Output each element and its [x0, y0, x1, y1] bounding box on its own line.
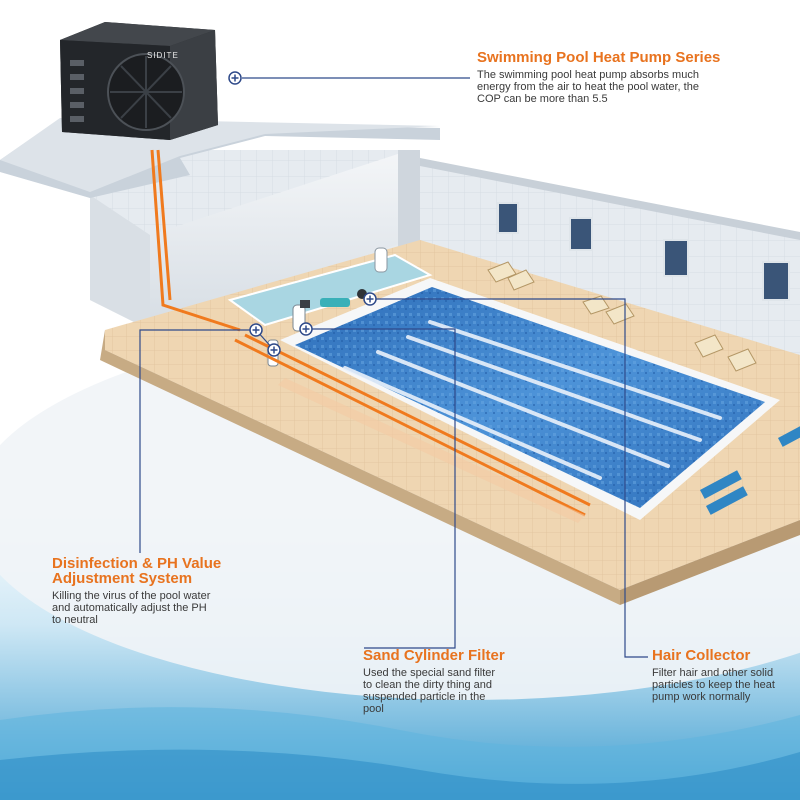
heat-pump-brand-label: SIDITE	[147, 51, 179, 60]
callout-title: Hair Collector	[652, 647, 751, 664]
deck-right-edge	[620, 520, 800, 605]
callout-description: Killing the virus of the pool water and …	[52, 590, 282, 626]
callout-description: Filter hair and other solid particles to…	[652, 667, 800, 703]
description-line: particles to keep the heat	[652, 679, 775, 691]
heat-pump-unit	[60, 22, 218, 140]
description-line: Filter hair and other solid	[652, 667, 774, 679]
plus-circle-icon[interactable]	[228, 71, 242, 85]
windows	[497, 202, 790, 301]
description-line: Killing the virus of the pool water	[52, 590, 211, 602]
callout-description: The swimming pool heat pump absorbs much…	[477, 69, 777, 105]
description-line: to clean the dirty thing and	[363, 679, 493, 691]
title-line: Adjustment System	[52, 570, 193, 587]
description-line: to neutral	[52, 614, 98, 626]
plus-circle-icon[interactable]	[299, 322, 313, 336]
description-line: Used the special sand filter	[363, 667, 496, 679]
pool-mosaic	[295, 287, 765, 508]
lane-lines	[343, 320, 722, 480]
room-left-wall	[90, 195, 150, 330]
orange-pipes	[150, 149, 591, 517]
plus-circle-icon[interactable]	[249, 323, 263, 337]
description-line: pump work normally	[652, 691, 751, 703]
loungers	[487, 261, 757, 372]
description-line: The swimming pool heat pump absorbs much	[477, 69, 699, 81]
description-line: pool	[363, 703, 384, 715]
title-line: Disinfection & PH Value	[52, 555, 222, 572]
callout-title: Sand Cylinder Filter	[363, 647, 505, 664]
benches	[700, 423, 800, 515]
plus-circle-icon[interactable]	[267, 343, 281, 357]
callout-sand-filter: Sand Cylinder Filter Used the special sa…	[363, 648, 543, 715]
description-line: COP can be more than 5.5	[477, 93, 608, 105]
callout-heat-pump: Swimming Pool Heat Pump Series The swimm…	[477, 50, 777, 105]
pipe-trench	[278, 378, 585, 523]
connector-lines	[139, 77, 648, 658]
water-ripple	[0, 749, 800, 800]
description-line: suspended particle in the	[363, 691, 486, 703]
callout-title: Disinfection & PH Value Adjustment Syste…	[52, 556, 282, 586]
room-pillar	[398, 150, 420, 255]
description-line: and automatically adjust the PH	[52, 602, 207, 614]
deck-front-edge	[100, 330, 620, 605]
description-line: energy from the air to heat the pool wat…	[477, 81, 699, 93]
callout-disinfection: Disinfection & PH Value Adjustment Syste…	[52, 556, 282, 626]
callout-hair-collector: Hair Collector Filter hair and other sol…	[652, 648, 800, 703]
callout-title: Swimming Pool Heat Pump Series	[477, 49, 721, 66]
room-inner	[150, 150, 410, 330]
plus-markers	[228, 71, 377, 357]
roof-slab-top	[0, 118, 440, 192]
plus-circle-icon[interactable]	[363, 292, 377, 306]
right-wall-top	[420, 158, 800, 240]
callout-description: Used the special sand filter to clean th…	[363, 667, 543, 715]
